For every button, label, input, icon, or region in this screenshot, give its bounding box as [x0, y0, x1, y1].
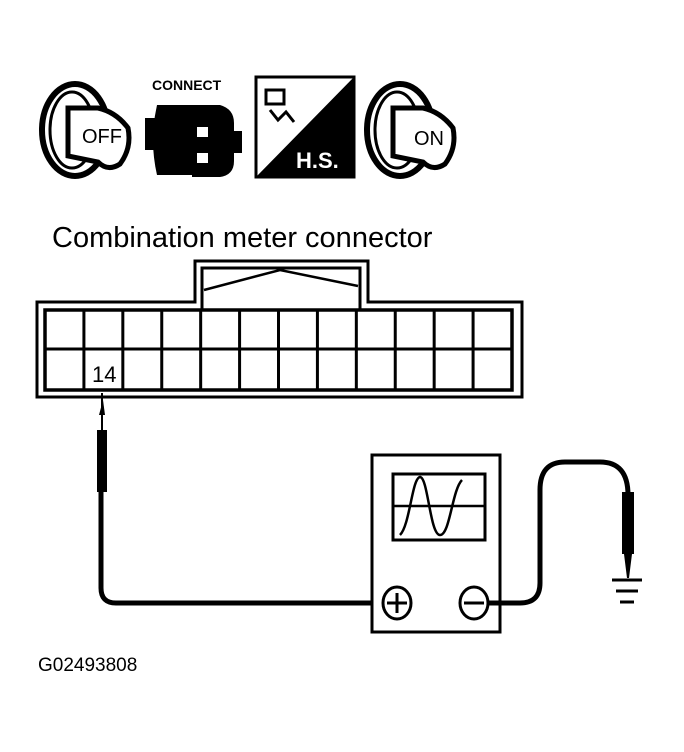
negative-terminal-icon: [458, 585, 490, 621]
svg-text:OFF: OFF: [82, 126, 122, 148]
ignition-key-on-icon: ON: [364, 81, 457, 179]
sine-wave: [398, 475, 464, 537]
svg-text:ON: ON: [414, 128, 444, 150]
connector-title: Combination meter connector: [52, 222, 433, 254]
ground-probe: [622, 492, 634, 578]
ground-symbol-icon: [612, 578, 642, 604]
negative-lead-wire: [488, 459, 631, 606]
harness-icon: H.S.: [254, 75, 356, 179]
positive-terminal-icon: [381, 585, 413, 621]
svg-text:CONNECT: CONNECT: [152, 77, 222, 93]
combination-meter-connector: [35, 259, 524, 399]
svg-text:H.S.: H.S.: [296, 148, 339, 173]
positive-probe: [97, 393, 107, 492]
connect-icon: CONNECT: [145, 77, 242, 177]
ignition-key-off-icon: OFF: [39, 81, 132, 179]
positive-lead-wire: [98, 490, 384, 606]
figure-code: G02493808: [38, 655, 138, 676]
terminal-14-label: 14: [92, 362, 116, 387]
